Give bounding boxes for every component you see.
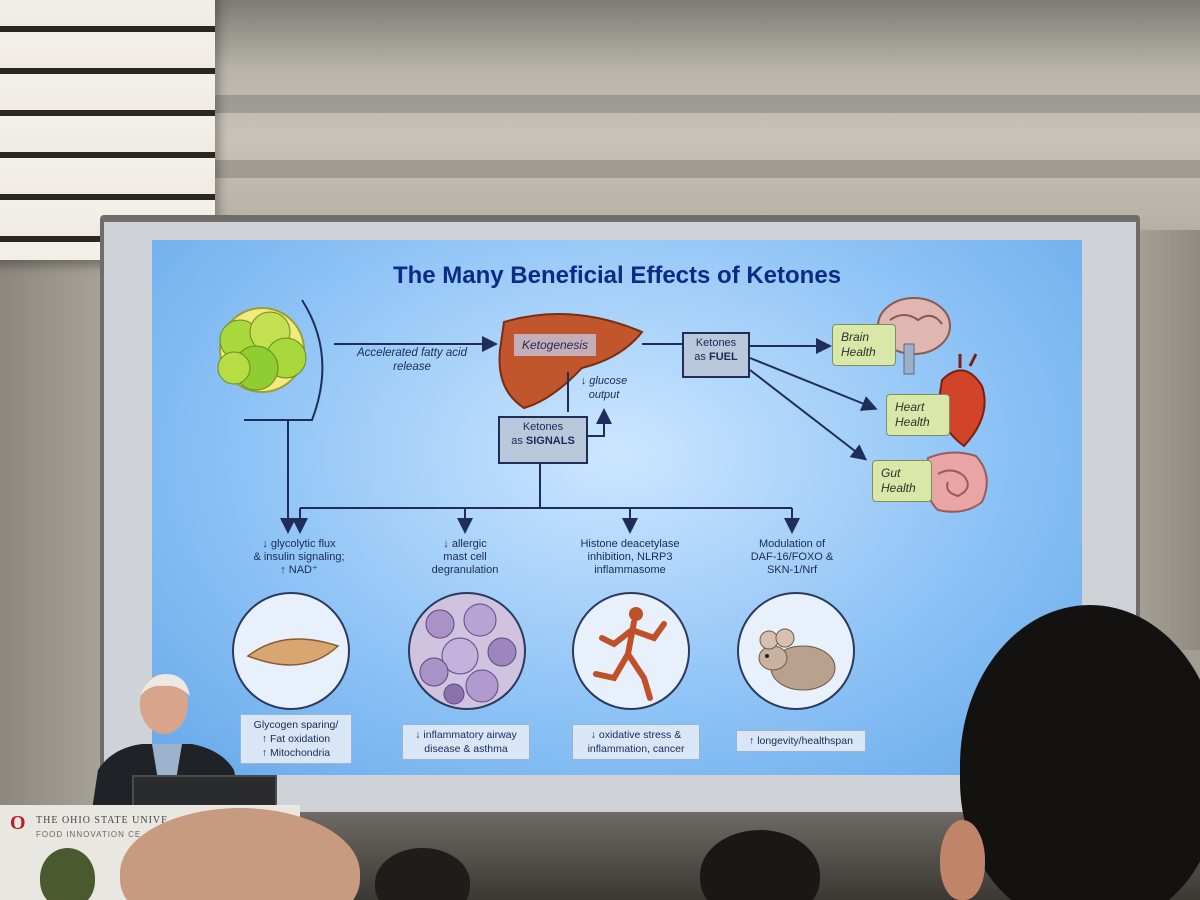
effect-1-top-line: ↑ NAD⁺ [280, 564, 318, 576]
ketones-fuel-line1: Ketones [695, 337, 737, 349]
effect-3-top-line: inhibition, NLRP3 [587, 551, 673, 563]
effect-1-top-line: ↓ glycolytic flux [262, 538, 336, 550]
diagram-connectors [217, 297, 988, 534]
effect-4-top-line: SKN-1/Nrf [766, 564, 818, 576]
effect-4-result: ↑ longevity/healthspan [736, 730, 866, 752]
audience-head [700, 830, 820, 900]
effect-1-result-line: ↑ Fat oxidation [261, 733, 331, 745]
effect-1-result: Glycogen sparing/ ↑ Fat oxidation ↑ Mito… [240, 714, 352, 764]
presentation-slide: The Many Beneficial Effects of Ketones [152, 240, 1082, 775]
runner-icon [593, 607, 667, 701]
audience-head [960, 605, 1200, 900]
effect-3-top: Histone deacetylase inhibition, NLRP3 in… [570, 538, 690, 577]
laptop [132, 775, 277, 810]
effect-4-top: Modulation of DAF-16/FOXO & SKN-1/Nrf [736, 538, 848, 577]
audience-ear [940, 820, 985, 900]
ketones-fuel-bold: FUEL [708, 351, 738, 363]
gut-health-line2: Health [881, 481, 916, 495]
ketones-fuel-box: Ketones as FUEL [682, 332, 750, 378]
mast-cell-icon [419, 603, 517, 705]
mouse-illustration [737, 592, 855, 710]
effect-1-result-line: Glycogen sparing/ [253, 719, 339, 731]
effect-4-top-line: DAF-16/FOXO & [750, 551, 834, 563]
effect-2-result-line: disease & asthma [424, 743, 508, 755]
right-wall [1130, 230, 1200, 650]
podium-sign-line2: FOOD INNOVATION CE [36, 830, 142, 839]
brain-health-line2: Health [841, 345, 876, 359]
effect-2-result-line: ↓ inflammatory airway [415, 729, 517, 741]
mast-cell-illustration [408, 592, 526, 710]
ketones-signals-prefix: as [511, 435, 526, 447]
effect-3-top-line: Histone deacetylase [580, 538, 680, 550]
left-wall [0, 230, 110, 830]
avocado-icon [40, 848, 95, 900]
heart-health-line1: Heart [895, 400, 925, 414]
muscle-cell-icon [246, 638, 340, 666]
ketones-signals-line1: Ketones [522, 421, 564, 433]
audience-head [375, 848, 470, 900]
slide-title: The Many Beneficial Effects of Ketones [392, 262, 842, 289]
effect-1-top-line: & insulin signaling; [253, 551, 345, 563]
effect-2-top-line: mast cell [443, 551, 487, 563]
effect-1-result-line: ↑ Mitochondria [261, 747, 331, 759]
ceiling-beam [210, 160, 1200, 178]
ceiling-beam [210, 95, 1200, 113]
gut-health-box: Gut Health [872, 460, 932, 502]
effect-2-top-line: degranulation [431, 564, 499, 576]
mouse-icon [758, 628, 836, 691]
runner-illustration [572, 592, 690, 710]
osu-logo: O [10, 812, 26, 834]
effect-2-result: ↓ inflammatory airway disease & asthma [402, 724, 530, 760]
gut-health-line1: Gut [881, 466, 901, 480]
fat-cell-icon [217, 307, 307, 393]
effect-3-top-line: inflammasome [594, 564, 666, 576]
effect-4-result-line: ↑ longevity/healthspan [749, 735, 853, 747]
glucose-output-label: ↓ glucose output [580, 375, 628, 401]
fatty-acid-label: Accelerated fatty acid release [357, 347, 467, 373]
effect-4-top-line: Modulation of [758, 538, 826, 550]
podium-sign-line1: THE OHIO STATE UNIVE [36, 815, 169, 826]
brain-health-box: Brain Health [832, 324, 896, 366]
effect-3-result-line: ↓ oxidative stress & [590, 729, 682, 741]
effect-2-top: ↓ allergic mast cell degranulation [414, 538, 516, 577]
effect-2-top-line: ↓ allergic [443, 538, 487, 550]
effect-1-top: ↓ glycolytic flux & insulin signaling; ↑… [244, 538, 354, 577]
ketones-signals-bold: SIGNALS [525, 435, 575, 447]
ketogenesis-label: Ketogenesis [521, 338, 589, 352]
brain-health-line1: Brain [841, 330, 870, 344]
liver-icon [498, 313, 644, 410]
heart-health-line2: Health [895, 415, 930, 429]
effect-3-result: ↓ oxidative stress & inflammation, cance… [572, 724, 700, 760]
ketones-fuel-prefix: as [694, 351, 709, 363]
effect-3-result-line: inflammation, cancer [587, 743, 685, 755]
intestine-icon [925, 451, 988, 513]
heart-health-box: Heart Health [886, 394, 950, 436]
ketones-signals-box: Ketones as SIGNALS [498, 416, 588, 464]
muscle-cell-illustration [232, 592, 350, 710]
